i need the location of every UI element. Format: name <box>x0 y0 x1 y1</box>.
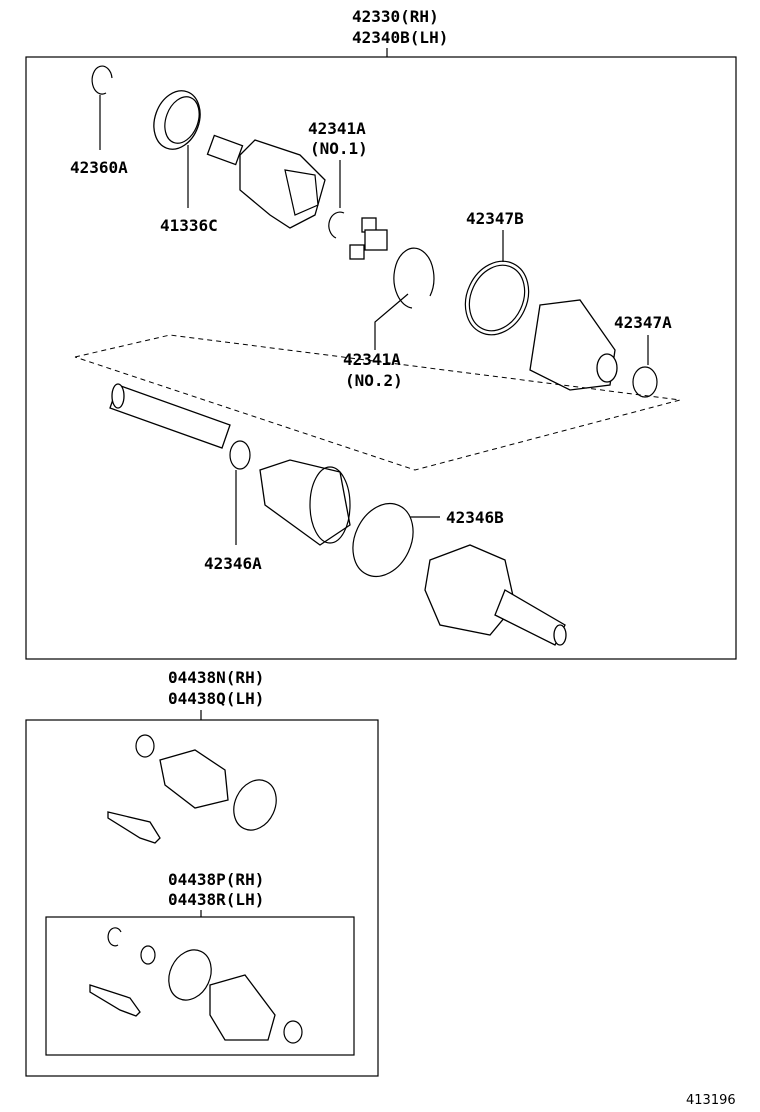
kit1-contents-icon[interactable] <box>107 734 284 844</box>
kit1-frame <box>25 719 379 1077</box>
kit2-title-lh[interactable]: 04438R(LH) <box>168 890 264 909</box>
boot-clamp-a-icon[interactable] <box>632 366 658 398</box>
snap-ring-no2-icon[interactable] <box>393 247 435 309</box>
label-42347B[interactable]: 42347B <box>466 209 524 228</box>
kit2-frame <box>45 916 355 1056</box>
outer-clamp-b-icon[interactable] <box>342 494 425 587</box>
main-title-rh[interactable]: 42330(RH) <box>352 7 439 26</box>
snap-ring-no1-icon[interactable] <box>328 211 345 239</box>
inner-boot-icon[interactable] <box>529 299 618 391</box>
label-42360A[interactable]: 42360A <box>70 158 128 177</box>
kit2-contents-icon[interactable] <box>89 927 303 1044</box>
drive-shaft-icon[interactable] <box>109 383 231 449</box>
snap-ring-icon[interactable] <box>91 65 113 150</box>
dust-seal-icon[interactable] <box>146 84 208 208</box>
main-assembly-frame <box>25 56 737 660</box>
kit1-title-rh[interactable]: 04438N(RH) <box>168 668 264 687</box>
diagram-code: 413196 <box>686 1093 736 1108</box>
kit1-title-lh[interactable]: 04438Q(LH) <box>168 689 264 708</box>
label-42341A-no2-note[interactable]: (NO.2) <box>345 371 403 390</box>
outer-clamp-a-icon[interactable] <box>229 440 251 470</box>
label-41336C[interactable]: 41336C <box>160 216 218 235</box>
main-title-lh[interactable]: 42340B(LH) <box>352 28 448 47</box>
label-42341A-no1[interactable]: 42341A <box>308 119 366 138</box>
outboard-joint-icon[interactable] <box>424 544 567 646</box>
label-42346A[interactable]: 42346A <box>204 554 262 573</box>
inboard-joint-icon[interactable] <box>206 134 326 229</box>
kit2-title-rh[interactable]: 04438P(RH) <box>168 870 264 889</box>
label-42346B[interactable]: 42346B <box>446 508 504 527</box>
label-42347A[interactable]: 42347A <box>614 313 672 332</box>
outer-boot-icon[interactable] <box>259 459 351 546</box>
boot-clamp-b-icon[interactable] <box>454 251 540 345</box>
label-42341A-no2[interactable]: 42341A <box>343 350 401 369</box>
label-42341A-no1-note[interactable]: (NO.1) <box>310 139 368 158</box>
tripod-joint-icon[interactable] <box>349 217 388 260</box>
